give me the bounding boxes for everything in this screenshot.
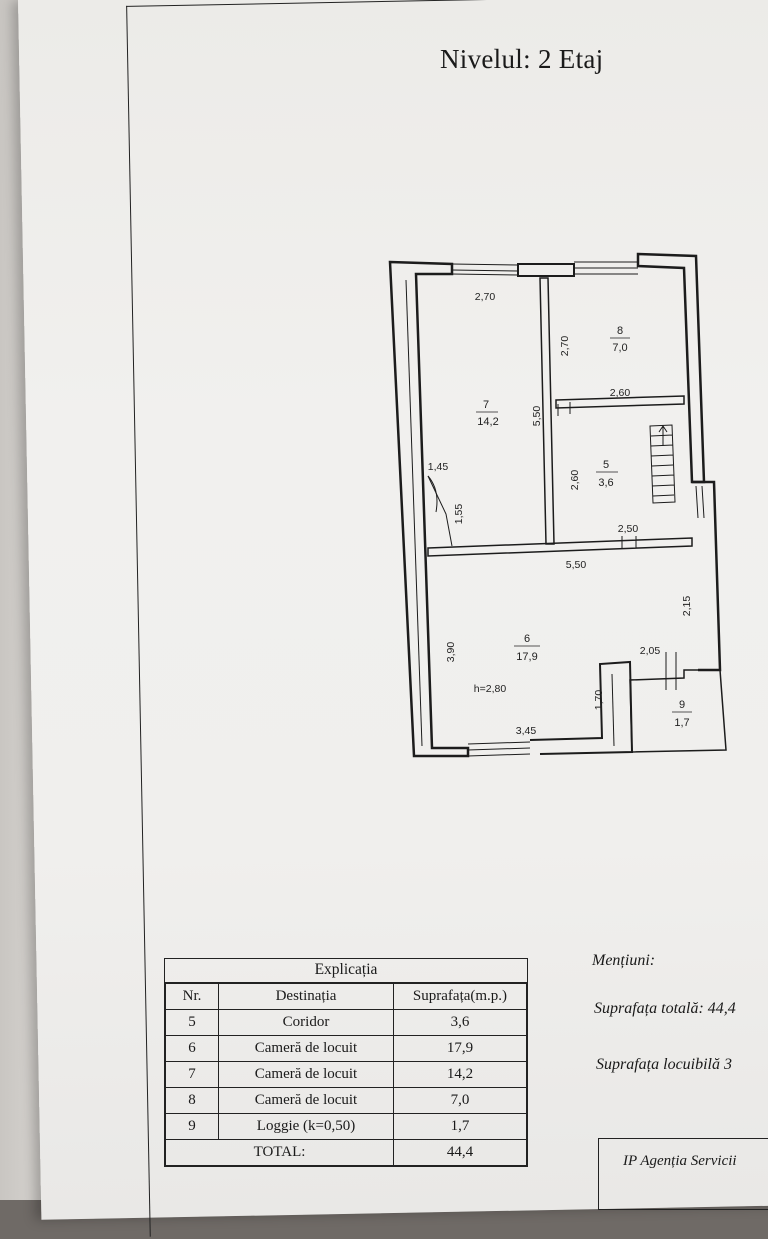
wall-top-mid	[517, 263, 575, 277]
room-9-nr: 9	[679, 699, 685, 711]
row-dest: Cameră de locuit	[218, 1087, 394, 1114]
dim-170: 1,70	[593, 690, 605, 711]
row-dest: Cameră de locuit	[218, 1035, 394, 1062]
room-7-nr: 7	[483, 399, 489, 411]
row-nr: 9	[165, 1113, 219, 1140]
total-label: TOTAL:	[165, 1139, 394, 1166]
dim-270-vert: 2,70	[559, 336, 571, 357]
floor-plan: 7 14,2 8 7,0 5 3,6 6 17,9 9 1,7 2,70 2,7…	[380, 250, 768, 780]
table-row: 5 Coridor 3,6	[165, 1009, 527, 1036]
floor-plan-drawing: 7 14,2 8 7,0 5 3,6 6 17,9 9 1,7 2,70 2,7…	[388, 252, 727, 758]
agency-stamp-box: IP Agenția Servicii	[598, 1138, 768, 1210]
row-dest: Cameră de locuit	[218, 1061, 394, 1088]
room-6-area: 17,9	[516, 651, 537, 663]
outer-wall-right	[636, 252, 706, 484]
mentiuni-heading: Mențiuni:	[592, 952, 656, 969]
row-supr: 3,6	[393, 1009, 527, 1036]
page-title: Nivelul: 2 Etaj	[440, 44, 604, 74]
dim-270-top: 2,70	[475, 291, 496, 303]
table-row: 6 Cameră de locuit 17,9	[165, 1035, 527, 1062]
partition-7-8	[539, 277, 555, 545]
dim-155: 1,55	[453, 504, 465, 525]
room-8-nr: 8	[617, 325, 623, 337]
header-destinatia: Destinația	[218, 983, 394, 1010]
dim-260-horiz: 2,60	[610, 387, 631, 399]
ceiling-height: h=2,80	[474, 683, 507, 695]
row-supr: 1,7	[393, 1113, 527, 1140]
dim-345: 3,45	[516, 725, 537, 737]
table-row: 9 Loggie (k=0,50) 1,7	[165, 1113, 527, 1140]
window-top-right	[574, 261, 638, 275]
suprafata-locuibila: Suprafața locuibilă 3	[596, 1056, 732, 1073]
row-nr: 8	[165, 1087, 219, 1114]
suprafata-totala: Suprafața totală: 44,4	[594, 1000, 736, 1017]
partition-8-5	[555, 395, 685, 409]
row-supr: 7,0	[393, 1087, 527, 1114]
dim-250: 2,50	[618, 523, 639, 535]
dim-550-vert: 5,50	[531, 406, 543, 427]
room-9-area: 1,7	[674, 717, 689, 729]
stairs	[649, 424, 676, 504]
room-8-area: 7,0	[612, 342, 627, 354]
row-nr: 6	[165, 1035, 219, 1062]
area-table: Nr. Destinația Suprafața(m.p.) 5 Coridor…	[165, 983, 527, 1166]
row-nr: 5	[165, 1009, 219, 1036]
loggia	[629, 669, 727, 753]
bottom-wall	[467, 741, 531, 757]
explicatia-caption: Explicația	[165, 959, 527, 983]
total-row: TOTAL: 44,4	[165, 1139, 527, 1166]
dim-215: 2,15	[681, 596, 693, 617]
outer-wall	[388, 260, 470, 758]
header-suprafata: Suprafața(m.p.)	[393, 983, 527, 1010]
table-row: 7 Cameră de locuit 14,2	[165, 1061, 527, 1088]
dim-390: 3,90	[445, 642, 457, 663]
agency-name: IP Agenția Servicii	[623, 1153, 737, 1169]
row-supr: 14,2	[393, 1061, 527, 1088]
table-row: 8 Cameră de locuit 7,0	[165, 1087, 527, 1114]
dim-550-horiz: 5,50	[566, 559, 587, 571]
table-header-row: Nr. Destinația Suprafața(m.p.)	[165, 983, 527, 1010]
row-nr: 7	[165, 1061, 219, 1088]
room-7-area: 14,2	[477, 416, 498, 428]
partition-above-6	[427, 537, 693, 557]
window-top-left	[451, 263, 519, 276]
room-5-area: 3,6	[598, 477, 613, 489]
row-dest: Loggie (k=0,50)	[218, 1113, 394, 1140]
row-dest: Coridor	[218, 1009, 394, 1036]
dim-205: 2,05	[640, 645, 661, 657]
dim-260-vert: 2,60	[569, 470, 581, 491]
explicatia-table: Explicația Nr. Destinația Suprafața(m.p.…	[164, 958, 528, 1167]
row-supr: 17,9	[393, 1035, 527, 1062]
total-value: 44,4	[393, 1139, 527, 1166]
header-nr: Nr.	[165, 983, 219, 1010]
dim-145: 1,45	[428, 461, 449, 473]
room-6-nr: 6	[524, 633, 530, 645]
room-5-nr: 5	[603, 459, 609, 471]
